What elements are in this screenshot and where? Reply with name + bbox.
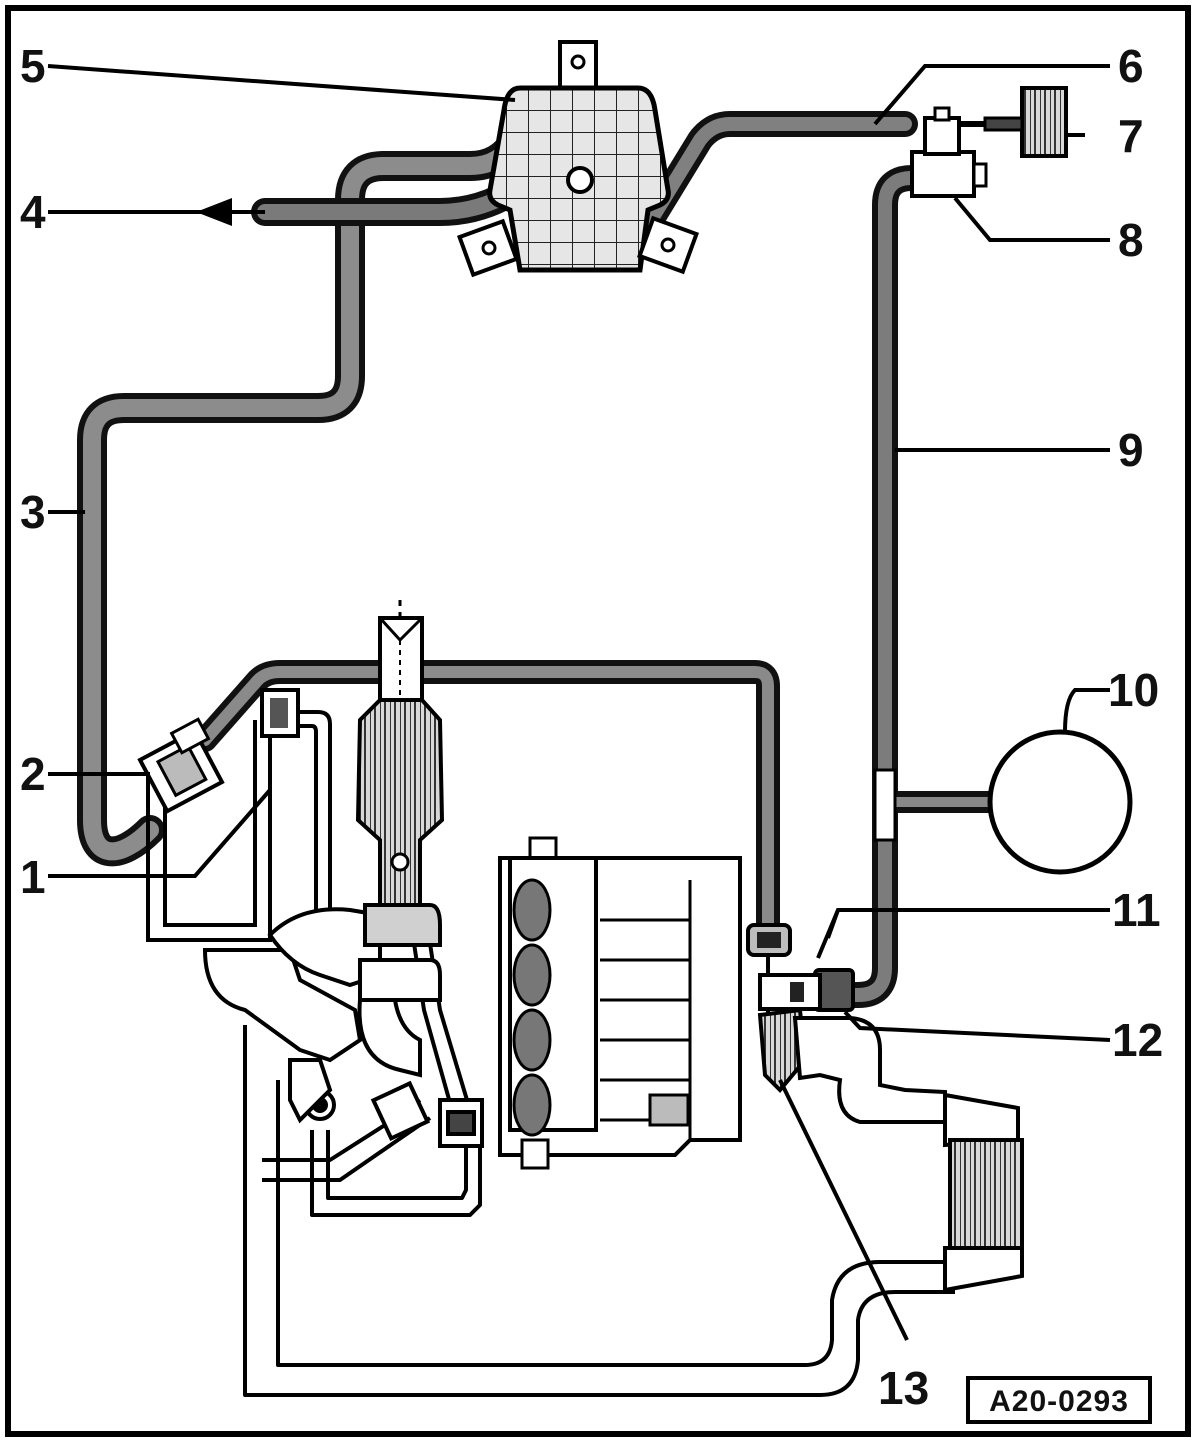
fitting-top-left	[260, 688, 300, 738]
callout-10: 10	[1108, 664, 1159, 716]
callout-2: 2	[20, 748, 46, 800]
vent-arrow	[196, 198, 265, 226]
callout-11: 11	[1112, 884, 1161, 936]
callout-8: 8	[1118, 214, 1144, 266]
tee-fitting	[873, 768, 897, 842]
hose-9	[827, 165, 925, 1008]
diagram-frame	[5, 5, 1191, 1437]
callout-6: 6	[1118, 40, 1144, 92]
exhaust-pipe	[355, 600, 445, 907]
charcoal-canister	[456, 40, 700, 278]
callouts: 1 2 3 4 5 6 7 8 9 10 11 12 13	[20, 40, 1163, 1414]
leader-lines	[47, 64, 1111, 1341]
callout-13: 13	[878, 1362, 929, 1414]
figure-id: A20-0293	[989, 1385, 1129, 1418]
figure-id-box: A20-0293	[966, 1376, 1152, 1424]
filter-7	[935, 86, 1068, 158]
hose-3	[77, 125, 530, 867]
callout-5: 5	[20, 40, 46, 92]
fitting-13	[757, 1007, 808, 1093]
callout-4: 4	[20, 186, 46, 238]
bracket-1	[146, 705, 272, 942]
valve-8	[910, 106, 988, 198]
valve-11	[746, 923, 792, 957]
callout-1: 1	[20, 851, 46, 903]
callout-3: 3	[20, 486, 46, 538]
air-intake	[792, 1016, 1024, 1293]
callout-7: 7	[1118, 110, 1144, 162]
solenoid-valve-2	[137, 717, 225, 814]
vacuum-reservoir	[987, 729, 1133, 875]
callout-9: 9	[1118, 424, 1144, 476]
thin-pipes	[243, 710, 955, 1397]
intake-manifold	[202, 903, 484, 1148]
valve-12	[758, 968, 855, 1012]
engine-block	[498, 836, 742, 1170]
callout-12: 12	[1112, 1014, 1163, 1066]
